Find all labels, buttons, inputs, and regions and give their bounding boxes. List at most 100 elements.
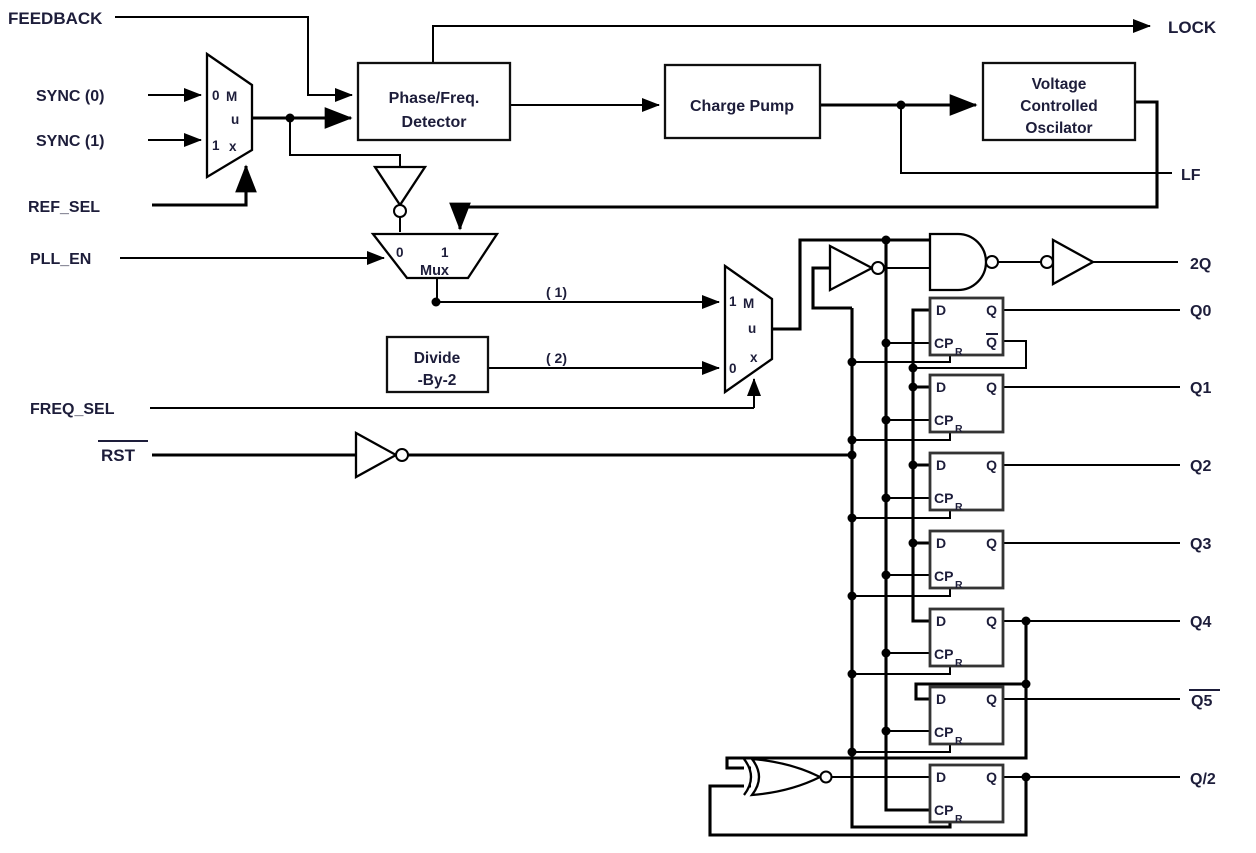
svg-text:RST: RST (101, 446, 136, 465)
freq-mux-m: M (743, 296, 754, 311)
charge-pump-block: Charge Pump (663, 63, 822, 140)
output-label-lf: LF (1181, 167, 1201, 184)
output-label-q2: Q2 (1190, 458, 1211, 475)
ff-q0-pin-cp: CP (934, 335, 953, 351)
output-label-q1: Q1 (1190, 380, 1211, 397)
ff-qdiv2-pin-d: D (936, 769, 946, 785)
freq-mux-sel1: 1 (729, 294, 737, 309)
divider-line1: Divide (414, 350, 461, 367)
wire-rst-hook (811, 266, 852, 310)
ff-q0-pin-r: R (955, 346, 963, 358)
wire-clock-taps (886, 342, 930, 732)
freq-mux-u: u (748, 321, 756, 336)
ff-q0-pin-d: D (936, 302, 946, 318)
ff-q1-pin-cp: CP (934, 412, 953, 428)
wire-rst-bus (850, 308, 952, 829)
wire-feedback (115, 16, 353, 102)
output-label-q0: Q0 (1190, 303, 1211, 320)
ff-q5-pin-cp: CP (934, 724, 953, 740)
wire-reset-taps (852, 355, 951, 753)
wire-q4-to-q5d (914, 682, 1026, 701)
vco-line2: Controlled (1020, 98, 1098, 115)
divider-line2: -By-2 (418, 372, 457, 389)
signal-wires (115, 16, 1180, 778)
bus-wires (152, 94, 1159, 837)
wire-bypass-a (289, 118, 401, 166)
pll-mux-sel1: 1 (441, 245, 449, 260)
wire-clock-bus (884, 240, 930, 812)
ff-q3-pin-r: R (955, 579, 963, 591)
flip-flop-q0: D Q CP R Q (928, 296, 1005, 358)
ff-q5-pin-r: R (955, 735, 963, 747)
vco-line3: Oscilator (1025, 120, 1092, 137)
ff-q0-pin-qbar: Q (986, 334, 997, 350)
ff-q4-pin-r: R (955, 657, 963, 669)
pll-bypass-inverter (372, 165, 428, 218)
divide-by-2-block: Divide -By-2 (385, 335, 490, 394)
input-label-pll-en: PLL_EN (30, 251, 91, 268)
wire-freq-sel (150, 379, 754, 409)
phase-freq-detector-block: Phase/Freq. Detector (356, 61, 512, 142)
flip-flop-qdiv2: D Q CP R (928, 763, 1005, 825)
output-label-lock: LOCK (1168, 18, 1217, 37)
output-label-qdiv2: Q/2 (1190, 771, 1216, 788)
wire-label-path2: ( 2) (546, 350, 567, 366)
flip-flop-q1: D Q CP R (928, 373, 1005, 435)
wire-q4-to-xnor (725, 684, 1028, 770)
xnor-gate (743, 757, 833, 797)
pll-enable-mux: 0 1 Mux (370, 232, 500, 280)
input-label-sync1: SYNC (1) (36, 133, 104, 150)
ref-mux-sel0: 0 (212, 88, 220, 103)
ff-q3-pin-q: Q (986, 535, 997, 551)
2q-output-inverter (1040, 238, 1096, 286)
wire-mux3-out (772, 238, 930, 331)
input-label-feedback: FEEDBACK (8, 9, 103, 28)
freq-sel-mux: 1 M u 0 x (723, 263, 774, 395)
input-label-sync0: SYNC (0) (36, 88, 104, 105)
wire-vco-feedback (449, 100, 1159, 231)
ff-qdiv2-pin-r: R (955, 813, 963, 825)
freq-mux-x: x (750, 350, 758, 365)
reset-inverter-2q (828, 244, 885, 292)
nand-gate (928, 232, 999, 292)
output-label-q5bar: Q5 (1189, 689, 1220, 710)
ff-qdiv2-pin-cp: CP (934, 802, 953, 818)
ff-q2-pin-r: R (955, 501, 963, 513)
ref-mux-u: u (231, 112, 239, 127)
rst-inverter (354, 431, 409, 479)
ref-mux-m: M (226, 89, 237, 104)
ff-q4-pin-q: Q (986, 613, 997, 629)
pll-mux-label: Mux (420, 263, 449, 279)
ff-q2-pin-d: D (936, 457, 946, 473)
freq-mux-sel0: 0 (729, 361, 737, 376)
ff-q1-pin-q: Q (986, 379, 997, 395)
output-label-q3: Q3 (1190, 536, 1211, 553)
flip-flop-q3: D Q CP R (928, 529, 1005, 591)
pll-mux-sel0: 0 (396, 245, 404, 260)
wire-ref-sel (152, 164, 257, 207)
ff-q5-pin-q: Q (986, 691, 997, 707)
charge-pump-label: Charge Pump (690, 98, 794, 115)
wire-qbar-loop (914, 340, 1027, 369)
ff-q1-pin-d: D (936, 379, 946, 395)
ff-q4-pin-cp: CP (934, 646, 953, 662)
ff-qdiv2-pin-q: Q (986, 769, 997, 785)
vco-block: Voltage Controlled Oscilator (981, 61, 1137, 142)
ff-q4-pin-d: D (936, 613, 946, 629)
input-label-ref-sel: REF_SEL (28, 199, 100, 216)
wire-lock (432, 19, 1151, 63)
ff-q0-pin-q: Q (986, 302, 997, 318)
ff-q1-pin-r: R (955, 423, 963, 435)
ff-q3-pin-cp: CP (934, 568, 953, 584)
junction-dots (285, 100, 1031, 782)
output-label-q4: Q4 (1190, 614, 1211, 631)
svg-text:Q5: Q5 (1191, 693, 1212, 710)
vco-line1: Voltage (1032, 76, 1087, 93)
wire-lf (900, 105, 1172, 174)
ff-q5-pin-d: D (936, 691, 946, 707)
wire-label-path1: ( 1) (546, 284, 567, 300)
input-label-freq-sel: FREQ_SEL (30, 401, 115, 418)
pfd-line2: Detector (402, 114, 467, 131)
